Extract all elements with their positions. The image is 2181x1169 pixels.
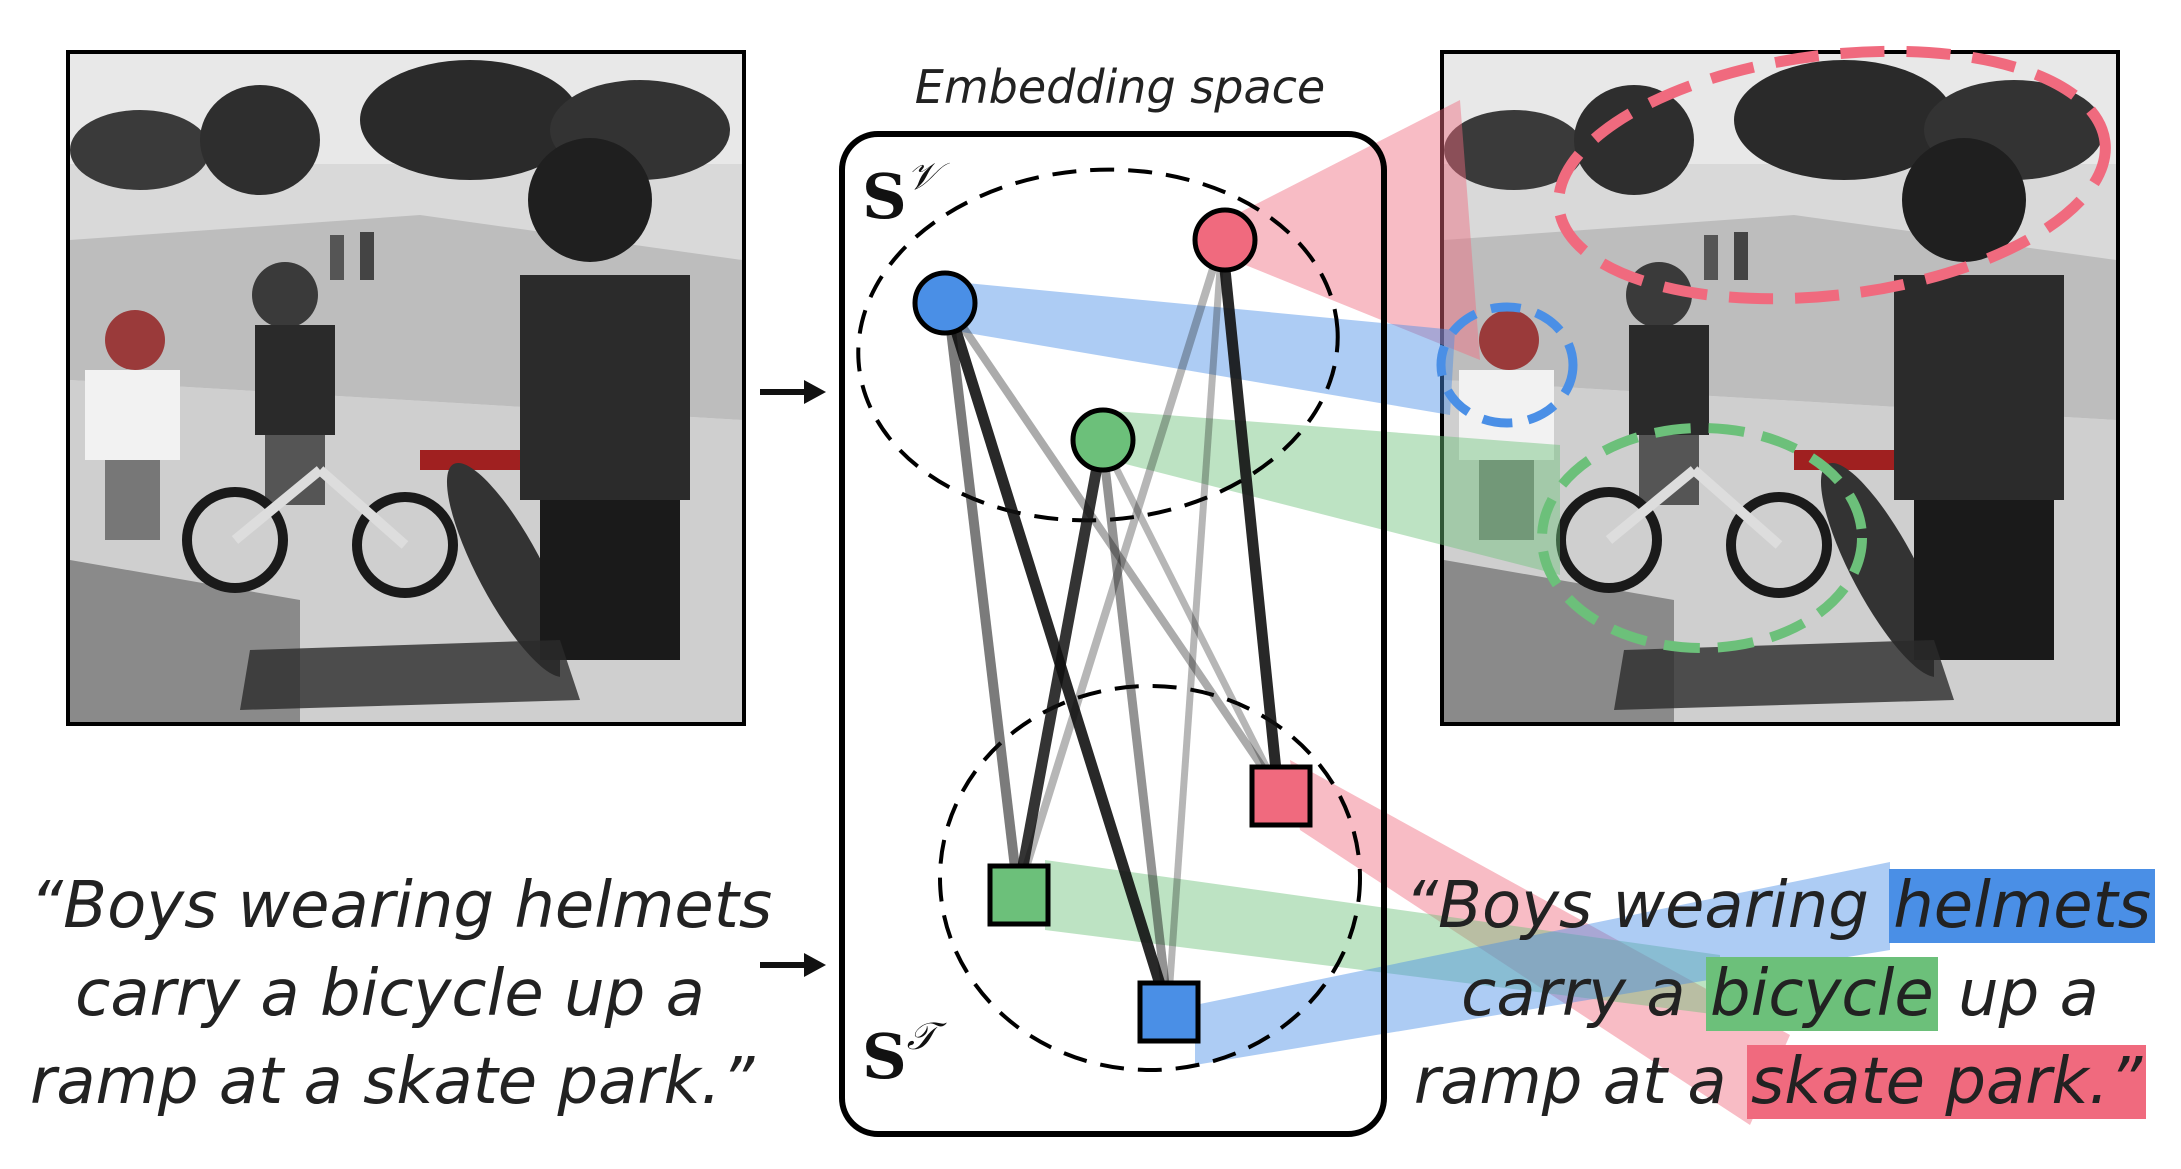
image-regions (1436, 45, 2111, 653)
similarity-edges (942, 238, 1284, 1012)
region-bicycle-green (1537, 423, 1867, 653)
right-caption-line-2: carry a bicycle up a (1461, 957, 2099, 1031)
link-bands (935, 100, 1890, 1125)
right-caption-line-1: “Boys wearing helmets (1400, 862, 2160, 950)
text-node-red (1249, 764, 1313, 828)
left-caption-line-3: ramp at a skate park.” (30, 1045, 755, 1119)
text-nodes (987, 764, 1313, 1044)
highlight-skate-park: skate park.” (1746, 1045, 2147, 1119)
band-green-visual (1100, 410, 1560, 575)
embedding-space-title: Embedding space (914, 60, 1326, 114)
band-red-visual (1225, 100, 1480, 360)
left-caption: “Boys wearing helmets carry a bicycle up… (30, 862, 773, 1126)
right-photo (1440, 50, 2120, 726)
region-scene-red (1553, 45, 2111, 305)
input-arrows (760, 380, 826, 977)
left-photo (66, 50, 746, 726)
visual-set-ellipse (856, 167, 1340, 523)
right-caption-line-3: ramp at a skate park.” (1400, 1038, 2160, 1126)
left-caption-line-2: carry a bicycle up a (75, 957, 705, 1031)
text-node-green (987, 863, 1051, 927)
visual-node-red (1192, 207, 1258, 273)
region-helmet-blue (1436, 302, 1578, 428)
text-node-blue (1137, 980, 1201, 1044)
band-blue-text (1195, 862, 1890, 1065)
right-caption: “Boys wearing helmets carry a bicycle up… (1400, 862, 2160, 1126)
band-red-text (1290, 760, 1790, 1125)
text-set-label: S𝒯 (862, 1014, 936, 1093)
highlight-helmets: helmets (1889, 869, 2156, 943)
visual-nodes (912, 207, 1258, 473)
left-caption-line-1: “Boys wearing helmets (30, 869, 773, 943)
visual-set-label: S𝒱 (862, 154, 939, 233)
visual-node-blue (912, 270, 978, 336)
embedding-space-box (839, 131, 1387, 1137)
band-blue-visual (935, 280, 1455, 415)
highlight-bicycle: bicycle (1705, 957, 1938, 1031)
visual-node-green (1070, 407, 1136, 473)
text-set-ellipse (938, 684, 1362, 1072)
